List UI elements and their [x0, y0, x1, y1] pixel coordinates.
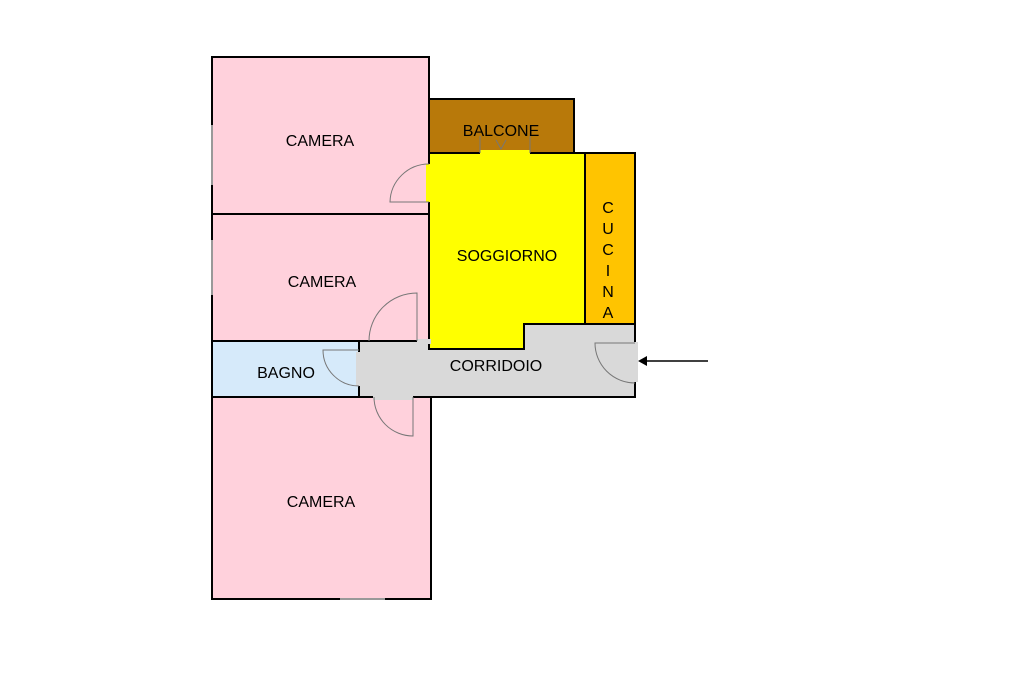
label-cucina-letter: U: [602, 221, 614, 238]
door-gap-camera-bottom: [373, 394, 413, 400]
label-cucina-letter: C: [602, 242, 614, 259]
arrow-left-icon: [638, 356, 708, 366]
door-gap-camera-top: [426, 164, 432, 202]
door-gap-camera-middle: [417, 339, 431, 344]
label-cucina-letter: N: [602, 284, 614, 301]
label-camera-bottom: CAMERA: [287, 494, 356, 511]
door-gap-balcone: [480, 150, 530, 156]
window-marks: [211, 125, 385, 600]
door-gap-entrance: [632, 342, 638, 382]
label-balcone: BALCONE: [463, 123, 539, 140]
label-camera-middle: CAMERA: [288, 274, 357, 291]
label-corridoio: CORRIDOIO: [450, 358, 542, 375]
room-cucina: [584, 152, 636, 325]
label-bagno: BAGNO: [257, 365, 315, 382]
label-cucina-letter: C: [602, 200, 614, 217]
label-cucina-letter: I: [606, 263, 610, 280]
room-camera-middle: [211, 213, 430, 342]
door-swings: [322, 136, 636, 437]
door-gap-bagno: [356, 352, 362, 386]
label-camera-top: CAMERA: [286, 133, 355, 150]
label-cucina-letter: A: [603, 305, 614, 322]
label-soggiorno: SOGGIORNO: [457, 248, 557, 265]
